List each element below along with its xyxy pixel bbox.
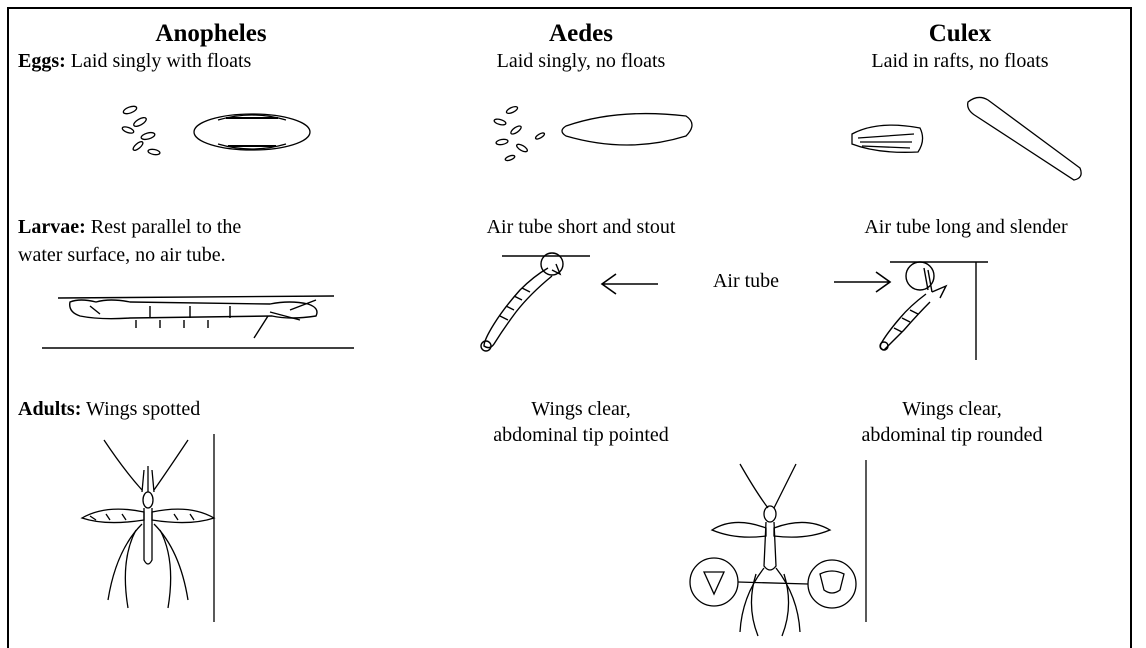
anopheles-larva-illustration (40, 290, 360, 354)
aedes-larva-illustration (464, 250, 594, 360)
header-culex: Culex (929, 20, 992, 48)
larvae-row-text-anopheles: Larvae: Rest parallel to the (18, 216, 241, 238)
anopheles-adult-illustration (76, 430, 226, 630)
adults-aedes-desc-2: abdominal tip pointed (493, 424, 669, 446)
eggs-aedes-desc: Laid singly, no floats (497, 50, 666, 72)
aedes-culex-adult-illustration (684, 456, 874, 640)
larvae-anopheles-desc-2: water surface, no air tube. (18, 244, 226, 266)
adults-label: Adults: (18, 398, 81, 420)
adults-aedes-desc-1: Wings clear, (531, 398, 630, 420)
eggs-row-text-anopheles: Eggs: Laid singly with floats (18, 50, 251, 72)
air-tube-label: Air tube (713, 270, 779, 292)
adults-anopheles-desc: Wings spotted (86, 398, 200, 420)
larvae-culex-desc: Air tube long and slender (864, 216, 1067, 238)
adults-culex-desc-2: abdominal tip rounded (861, 424, 1042, 446)
larvae-anopheles-desc-1: Rest parallel to the (91, 216, 242, 238)
larvae-label: Larvae: (18, 216, 86, 238)
eggs-culex-desc: Laid in rafts, no floats (871, 50, 1048, 72)
aedes-eggs-illustration (488, 96, 708, 176)
header-anopheles: Anopheles (155, 20, 266, 48)
arrow-left-icon (596, 268, 666, 300)
culex-larva-illustration (866, 254, 996, 364)
culex-egg-raft-illustration (848, 90, 1088, 190)
adults-culex-desc-1: Wings clear, (902, 398, 1001, 420)
anopheles-eggs-illustration (118, 96, 338, 176)
eggs-anopheles-desc: Laid singly with floats (71, 50, 252, 72)
eggs-label: Eggs: (18, 50, 66, 72)
adults-row-text-anopheles: Adults: Wings spotted (18, 398, 200, 420)
header-aedes: Aedes (549, 20, 613, 48)
larvae-aedes-desc: Air tube short and stout (487, 216, 676, 238)
